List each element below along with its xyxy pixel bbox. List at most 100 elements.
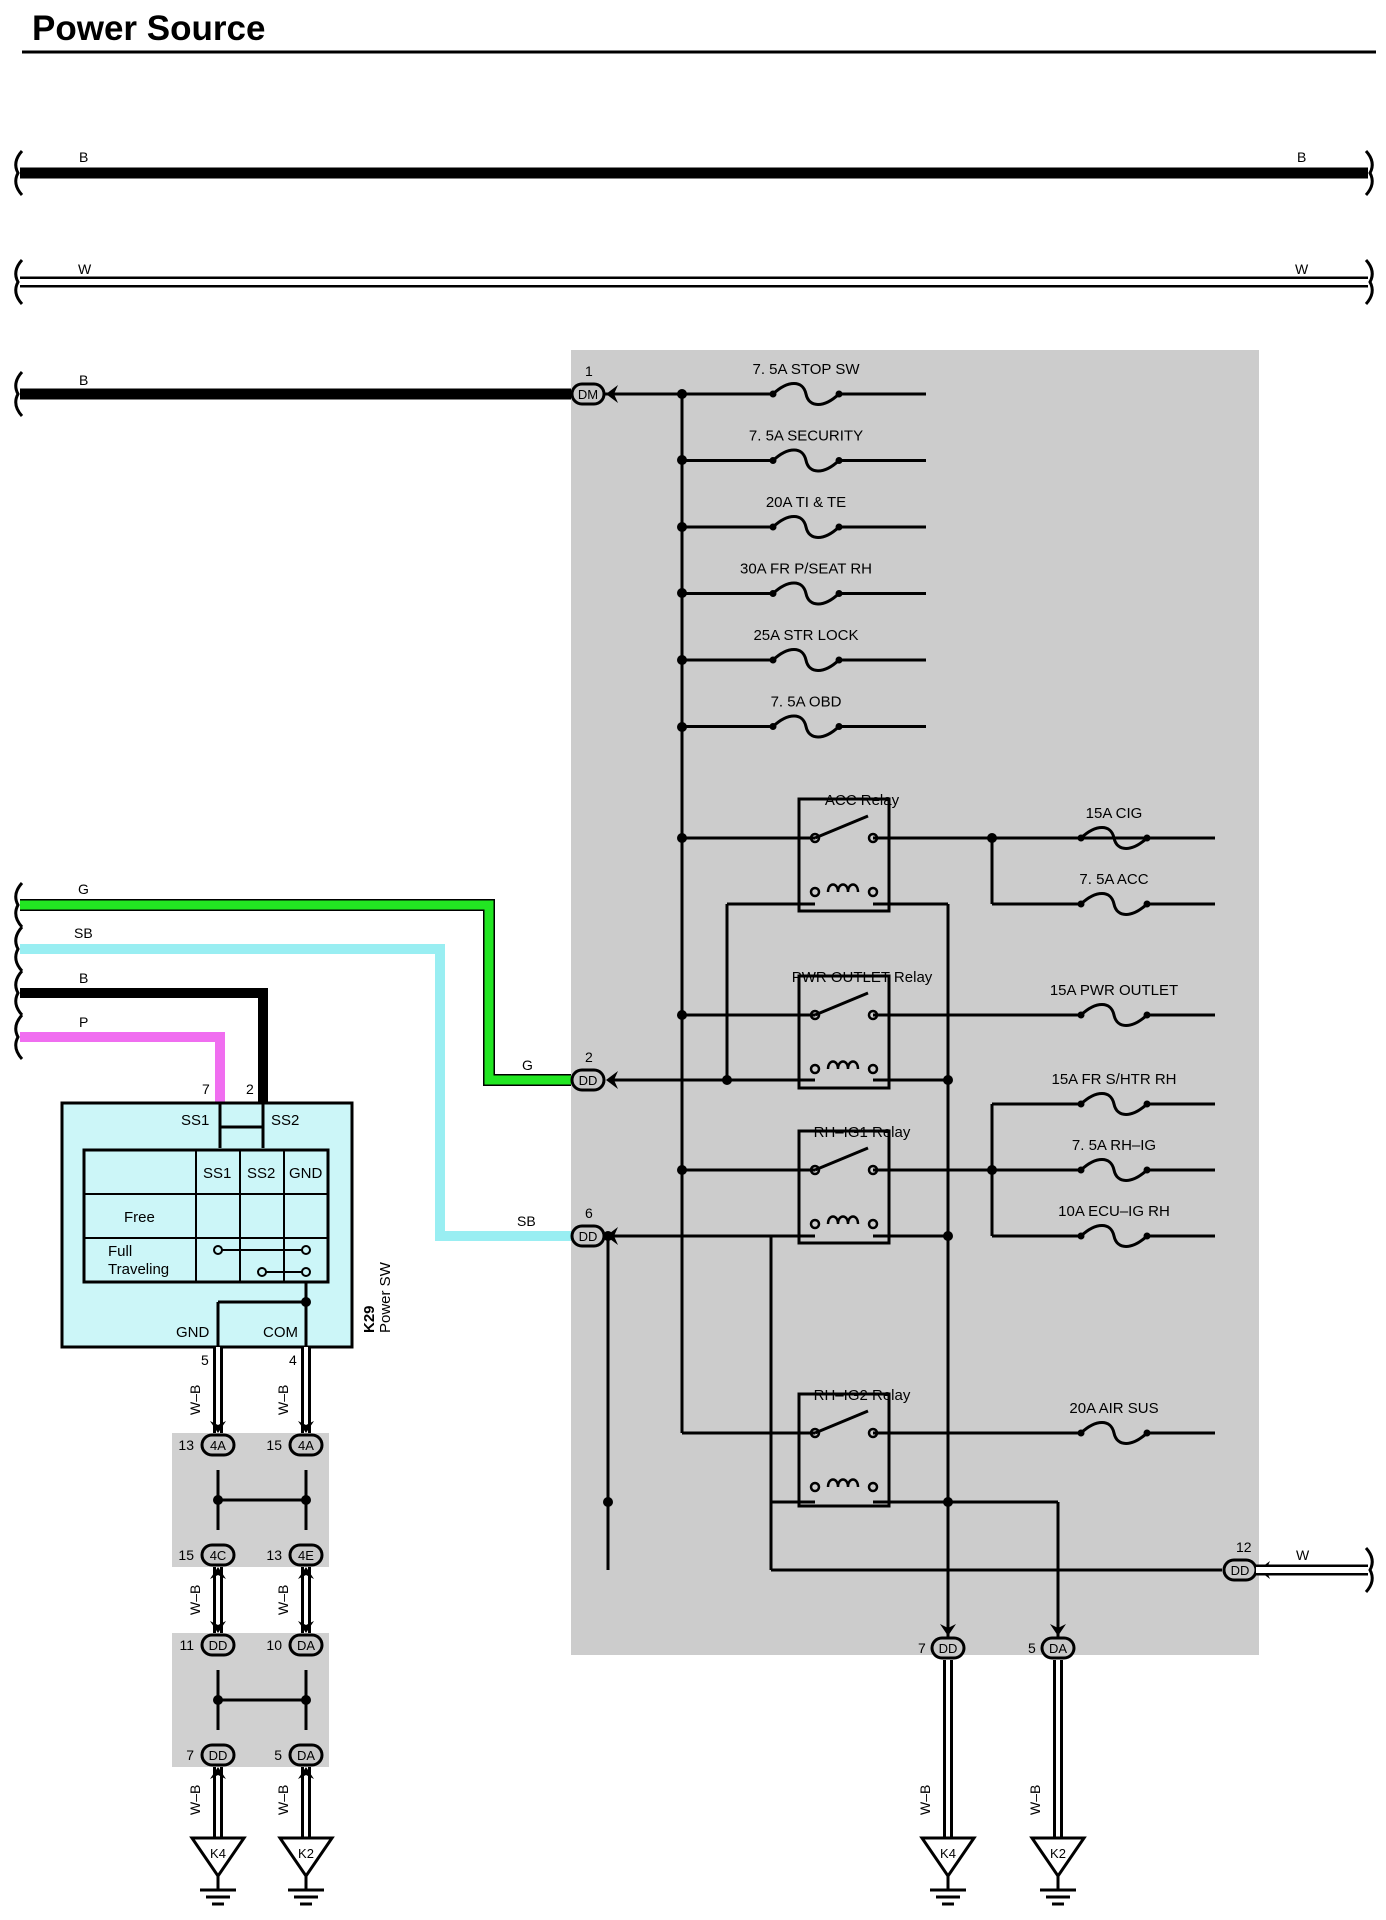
junction-dot — [722, 1075, 732, 1085]
wire-label-wb: W–B — [275, 1385, 291, 1415]
switch-name: Power SW — [377, 1261, 394, 1333]
ground-label: K2 — [298, 1846, 314, 1861]
left-connector-pin: 15 — [178, 1547, 194, 1563]
fuse-relay-2: 15A PWR OUTLET — [1050, 982, 1178, 1027]
fuse-bplus-4: 25A STR LOCK — [682, 627, 926, 672]
fuse-relay-5: 10A ECU–IG RH — [1058, 1203, 1170, 1248]
relay-label: ACC Relay — [825, 792, 900, 809]
junction-dot — [987, 833, 997, 843]
left-connector-pin: 7 — [186, 1747, 194, 1763]
left-connector-pin: 10 — [266, 1637, 282, 1653]
relay-0: ACC Relay — [797, 792, 900, 913]
fuse-label: 15A PWR OUTLET — [1050, 982, 1178, 999]
ground-0: K4 — [190, 1836, 246, 1906]
left-connector-code: 4C — [210, 1548, 227, 1563]
left-connector-code: DD — [209, 1638, 228, 1653]
fuse-bplus-2: 20A TI & TE — [682, 494, 926, 539]
connector-6-code: DD — [579, 1229, 598, 1244]
grounds: K4 K2 K4 K2 — [190, 1836, 1086, 1906]
fuse-label: 15A CIG — [1086, 805, 1143, 822]
junction-dot — [943, 1075, 953, 1085]
junction-dot — [677, 655, 687, 665]
page-title: Power Source — [32, 9, 265, 48]
left-connector-code: DA — [297, 1638, 315, 1653]
input-wire-sb-label: SB — [74, 925, 93, 941]
fuse-relay-1: 7. 5A ACC — [1076, 871, 1152, 916]
connector-1-code: DM — [578, 387, 598, 402]
power-switch-k29: SS1 SS2 7 2 SS1 SS2 GND Free Full Travel… — [60, 1081, 394, 1368]
connector-12-wire-label: W — [1296, 1547, 1310, 1563]
switch-table-header-ss1: SS1 — [203, 1165, 231, 1182]
wire-label-wb: W–B — [917, 1785, 933, 1815]
switch-pin-5: 5 — [201, 1352, 209, 1368]
connector-2-wire-label: G — [522, 1057, 533, 1073]
relay-1: PWR OUTLET Relay — [792, 969, 933, 1090]
fuse-label: 25A STR LOCK — [753, 627, 858, 644]
switch-table-header-ss2: SS2 — [247, 1165, 275, 1182]
junction-dot — [677, 833, 687, 843]
connector-2-code: DD — [579, 1073, 598, 1088]
left-connector-code: 4E — [298, 1548, 314, 1563]
junction-dot — [677, 1165, 687, 1175]
left-connector-pin: 13 — [178, 1437, 194, 1453]
bus-wire-b-main: B — [14, 370, 571, 418]
switch-table-header-gnd: GND — [289, 1165, 323, 1182]
switch-pin-7: 7 — [202, 1081, 210, 1097]
connector-6-wire-label: SB — [517, 1213, 536, 1229]
switch-row-free: Free — [124, 1209, 155, 1226]
junction-dot — [677, 722, 687, 732]
switch-term-ss1: SS1 — [181, 1112, 209, 1129]
ground-label: K2 — [1050, 1846, 1066, 1861]
input-wire-p-label: P — [79, 1014, 88, 1030]
junction-dot — [987, 1165, 997, 1175]
switch-id: K29 — [361, 1305, 378, 1333]
switch-term-gnd: GND — [176, 1324, 210, 1341]
bus-wire-w-right-label: W — [1295, 261, 1309, 277]
junction-block — [571, 350, 1259, 1655]
fuse-bplus-1: 7. 5A SECURITY — [682, 428, 926, 473]
junction-dot — [677, 522, 687, 532]
junction-dot — [677, 1010, 687, 1020]
fuse-label: 7. 5A RH–IG — [1072, 1137, 1156, 1154]
junction-connectors: 1 DM 2 DD 6 DD 12 DD W 7 DD 5 DA — [570, 363, 1374, 1660]
ground-2: K4 — [920, 1836, 976, 1906]
connector-2-pin: 2 — [585, 1049, 593, 1065]
relay-3: RH–IG2 Relay — [797, 1387, 911, 1508]
fuse-label: 30A FR P/SEAT RH — [740, 561, 872, 578]
wire-label-wb: W–B — [1027, 1785, 1043, 1815]
fuse-label: 20A AIR SUS — [1069, 1400, 1158, 1417]
junction-dot — [943, 1231, 953, 1241]
bus-wire-b-top: B B — [14, 149, 1374, 197]
junction-dot — [677, 455, 687, 465]
switch-pin-4: 4 — [289, 1352, 297, 1368]
fuse-label: 7. 5A SECURITY — [749, 428, 863, 445]
relay-label: RH–IG2 Relay — [814, 1387, 911, 1404]
connector-1-pin: 1 — [585, 363, 593, 379]
bus-wire-b-main-label: B — [79, 372, 88, 388]
connector-5-code: DA — [1049, 1641, 1067, 1656]
bus-wire-b-left-label: B — [79, 149, 88, 165]
left-connector-code: 4A — [210, 1438, 226, 1453]
fuse-bplus-3: 30A FR P/SEAT RH — [682, 561, 926, 606]
fuse-label: 10A ECU–IG RH — [1058, 1203, 1170, 1220]
input-wire-b-label: B — [79, 970, 88, 986]
bus-wire-b-right-label: B — [1297, 149, 1306, 165]
switch-term-ss2: SS2 — [271, 1112, 299, 1129]
junction-dot — [677, 389, 687, 399]
switch-row-traveling: Traveling — [108, 1261, 169, 1278]
left-connector-pin: 5 — [274, 1747, 282, 1763]
left-connector-code: DD — [209, 1748, 228, 1763]
ground-3: K2 — [1030, 1836, 1086, 1906]
ground-1: K2 — [278, 1836, 334, 1906]
junction-dot — [677, 588, 687, 598]
bus-wire-w-top: W W — [14, 258, 1374, 306]
fuse-relay-6: 20A AIR SUS — [1069, 1400, 1159, 1445]
fuse-label: 20A TI & TE — [766, 494, 846, 511]
connector-5-pin: 5 — [1028, 1640, 1036, 1656]
left-connector-pin: 11 — [179, 1637, 194, 1653]
left-connector-code: 4A — [298, 1438, 314, 1453]
input-wire-g-label: G — [78, 881, 89, 897]
